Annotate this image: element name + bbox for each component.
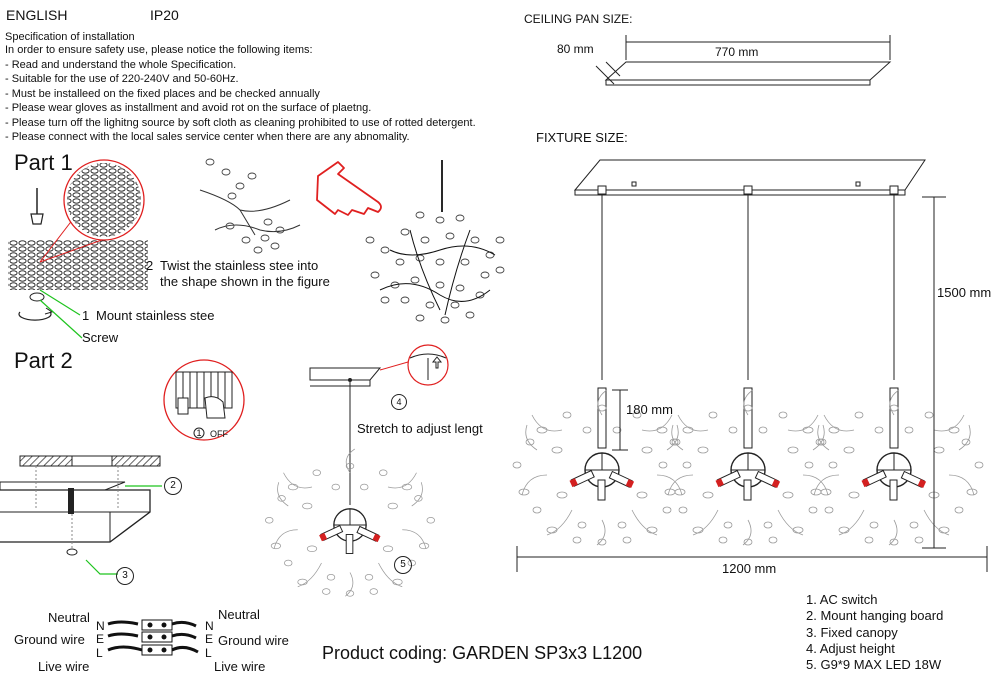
spec-title: Specification of installation: [5, 31, 135, 43]
wiring-right-live: Live wire: [214, 659, 266, 674]
language-label: ENGLISH: [6, 7, 68, 23]
stretch-label: Stretch to adjust lengt: [357, 421, 483, 436]
spec-intro: In order to ensure safety use, please no…: [5, 44, 313, 56]
callout-4: 4: [391, 394, 407, 410]
legend-item: 1. AC switch: [806, 592, 878, 607]
callout-2: 2: [164, 477, 182, 495]
fixture-width: 1200 mm: [722, 561, 777, 576]
wiring-left-letter-l: L: [96, 646, 103, 660]
wiring-left-ground: Ground wire: [14, 632, 85, 647]
spec-item: - Please wear gloves as installment and …: [5, 102, 372, 114]
pointing-hand-icon: [316, 161, 382, 216]
wiring-right-letter-l: L: [205, 646, 212, 660]
spec-item: - Must be installeed on the fixed places…: [5, 88, 320, 100]
adjust-height-illustration: [265, 344, 449, 597]
wiring-right-letter-n: N: [205, 619, 214, 633]
ceiling-pan-title: CEILING PAN SIZE:: [524, 12, 633, 26]
part2-title: Part 2: [14, 348, 73, 373]
part1-title: Part 1: [14, 150, 73, 175]
wiring-right-ground: Ground wire: [218, 633, 289, 648]
wiring-left-letter-n: N: [96, 619, 105, 633]
ip-rating: IP20: [150, 7, 179, 23]
legend-item: 3. Fixed canopy: [806, 625, 898, 640]
wiring-right-letter-e: E: [205, 632, 214, 646]
step2-line1: Twist the stainless stee into: [160, 258, 319, 273]
spec-item: - Please connect with the local sales se…: [5, 131, 410, 143]
spec-item: - Suitable for the use of 220-240V and 5…: [5, 73, 239, 85]
fixture-drawing: [512, 159, 988, 572]
wiring-right-neutral: Neutral: [218, 607, 260, 622]
spec-item: - Please turn off the lighitng source by…: [5, 117, 476, 129]
fixture-title: FIXTURE SIZE:: [536, 130, 628, 145]
product-coding: Product coding: GARDEN SP3x3 L1200: [322, 643, 643, 663]
off-callout-number: 1: [196, 428, 202, 438]
screw-callout-line: [39, 299, 83, 339]
step1-text: Mount stainless stee: [96, 308, 215, 323]
fixture-height: 1500 mm: [937, 285, 992, 300]
spec-item: - Read and understand the whole Specific…: [5, 59, 237, 71]
magnifier-detail: [39, 159, 145, 263]
finished-cluster-illustration: [365, 160, 505, 324]
step2-number: 2: [146, 258, 154, 273]
screw-label: Screw: [82, 330, 119, 345]
twisted-wire-sketch: [199, 158, 301, 254]
off-label: OFF: [210, 429, 228, 439]
terminal-block: [107, 619, 199, 656]
hanging-board-section: [0, 455, 162, 575]
fixture-stem: 180 mm: [626, 402, 673, 417]
ceiling-pan-width: 770 mm: [715, 45, 759, 59]
wiring-left-letter-e: E: [96, 632, 105, 646]
step2-line2: the shape shown in the figure: [160, 274, 330, 289]
legend-item: 5. G9*9 MAX LED 18W: [806, 657, 942, 672]
legend-item: 2. Mount hanging board: [806, 608, 944, 623]
ac-switch-illustration: [163, 359, 245, 441]
step1-callout-line: [39, 289, 81, 316]
legend-item: 4. Adjust height: [806, 641, 895, 656]
ceiling-pan-drawing: [595, 35, 892, 86]
callout-3: 3: [116, 567, 134, 585]
step1-number: 1: [82, 308, 90, 323]
callout-5: 5: [394, 556, 412, 574]
wiring-left-live: Live wire: [38, 659, 90, 674]
ceiling-pan-depth: 80 mm: [557, 42, 594, 56]
wiring-left-neutral: Neutral: [48, 610, 90, 625]
